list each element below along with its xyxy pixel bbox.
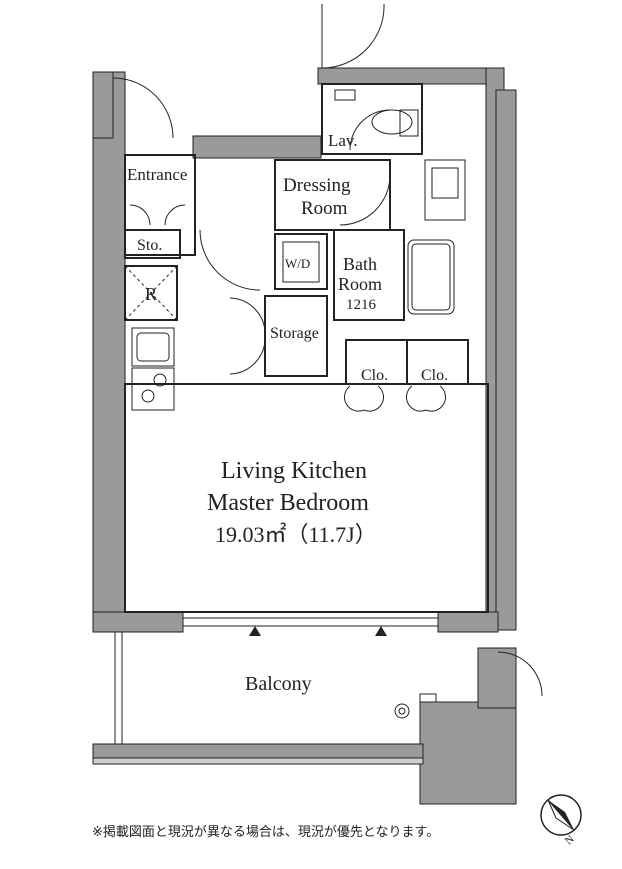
lav-label: Lav. bbox=[328, 131, 358, 150]
bath-label-1: Bath bbox=[343, 254, 377, 274]
storage-label: Storage bbox=[270, 325, 319, 342]
closet-label-2: Clo. bbox=[421, 367, 448, 384]
window-markers bbox=[249, 626, 387, 636]
closet-label-1: Clo. bbox=[361, 367, 388, 384]
wd-label: W/D bbox=[285, 256, 310, 271]
bath-size-label: 1216 bbox=[346, 297, 377, 313]
refrigerator-label: R bbox=[145, 284, 157, 304]
footnote: ※掲載図面と現況が異なる場合は、現況が優先となります。 bbox=[92, 825, 440, 840]
area-label: 19.03㎡（11.7J） bbox=[215, 522, 377, 547]
balcony-label: Balcony bbox=[245, 673, 312, 695]
dressing-label-2: Room bbox=[301, 198, 348, 219]
fixtures bbox=[112, 3, 543, 744]
entrance-label: Entrance bbox=[127, 165, 187, 184]
north-arrow-icon bbox=[540, 794, 582, 836]
interior-walls bbox=[124, 83, 489, 613]
living-kitchen-label: Living Kitchen bbox=[221, 458, 367, 484]
dressing-label-1: Dressing bbox=[283, 175, 351, 196]
compass-letter: N bbox=[563, 833, 577, 847]
bath-label-2: Room bbox=[338, 274, 382, 294]
sto-label: Sto. bbox=[137, 237, 162, 254]
exterior-walls bbox=[92, 67, 517, 805]
master-bedroom-label: Master Bedroom bbox=[207, 490, 369, 516]
